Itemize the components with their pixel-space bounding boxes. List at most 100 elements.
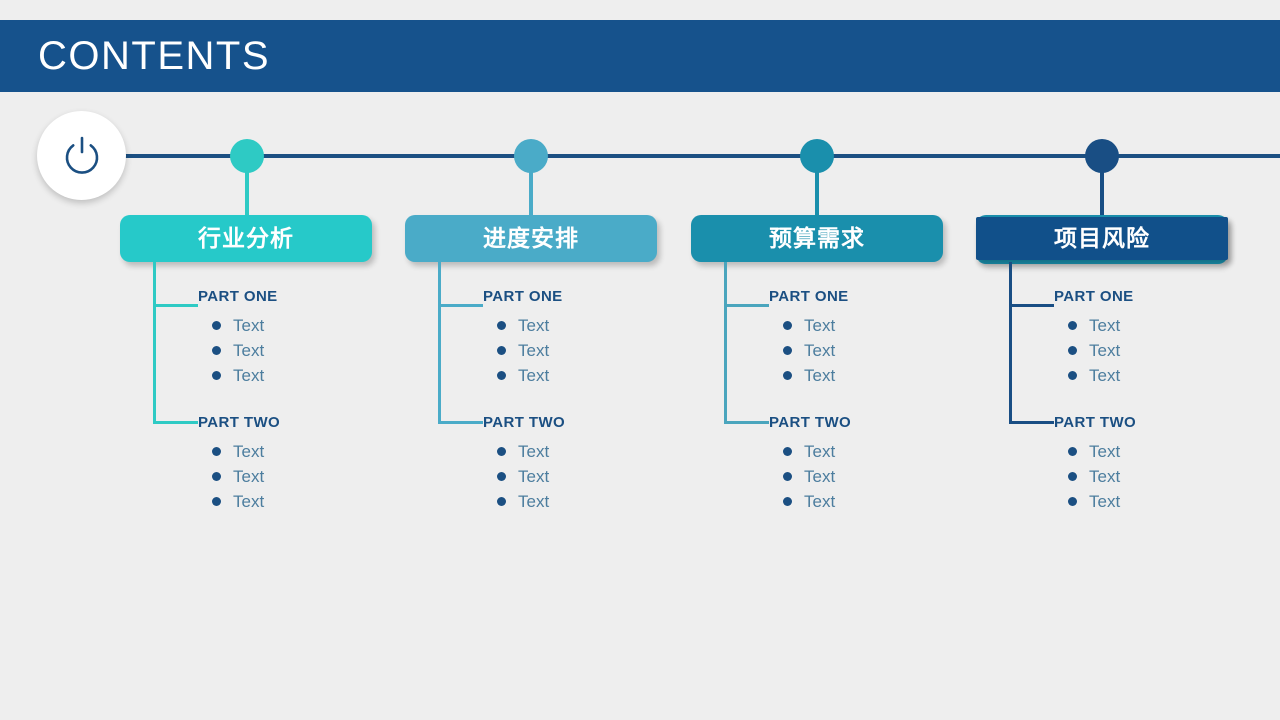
bullet-list: Text Text Text — [483, 313, 663, 388]
section-card-2[interactable]: 进度安排 — [405, 215, 657, 262]
bullet-label: Text — [1089, 492, 1121, 511]
bullet-dot-icon — [212, 472, 221, 481]
bullet-dot-icon — [497, 346, 506, 355]
bullet-dot-icon — [1068, 497, 1077, 506]
bullet-dot-icon — [783, 371, 792, 380]
bullet-label: Text — [518, 442, 550, 461]
bracket-branch-part-one — [1009, 304, 1054, 307]
bullet-dot-icon — [783, 447, 792, 456]
part-block-one: PART ONE Text Text Text — [1054, 289, 1234, 388]
list-item: Text — [483, 363, 663, 388]
section-title-2: 进度安排 — [483, 225, 579, 251]
bullet-label: Text — [233, 316, 265, 335]
bullet-dot-icon — [497, 497, 506, 506]
bullet-label: Text — [1089, 442, 1121, 461]
bullet-list: Text Text Text — [769, 439, 949, 514]
timeline-stem-1 — [245, 156, 249, 215]
bullet-list: Text Text Text — [483, 439, 663, 514]
list-item: Text — [198, 338, 378, 363]
timeline-node-3[interactable] — [800, 139, 834, 173]
bracket-connector-3 — [724, 262, 769, 424]
part-block-two: PART TWO Text Text Text — [483, 415, 663, 514]
bullet-label: Text — [518, 316, 550, 335]
power-icon — [59, 133, 105, 179]
bracket-branch-part-two — [724, 421, 769, 424]
list-item: Text — [483, 464, 663, 489]
list-item: Text — [198, 439, 378, 464]
bullet-label: Text — [804, 442, 836, 461]
timeline-node-1[interactable] — [230, 139, 264, 173]
section-title-3: 预算需求 — [769, 225, 865, 251]
part-block-one: PART ONE Text Text Text — [198, 289, 378, 388]
bracket-branch-part-one — [438, 304, 483, 307]
timeline-stem-2 — [529, 156, 533, 215]
section-card-1[interactable]: 行业分析 — [120, 215, 372, 262]
part-block-two: PART TWO Text Text Text — [769, 415, 949, 514]
list-item: Text — [483, 489, 663, 514]
bullet-label: Text — [518, 467, 550, 486]
timeline-axis — [120, 154, 1280, 158]
header-banner: CONTENTS — [0, 20, 1280, 92]
list-item: Text — [769, 338, 949, 363]
part-block-two: PART TWO Text Text Text — [198, 415, 378, 514]
power-icon-badge[interactable] — [37, 111, 126, 200]
section-card-4[interactable]: 项目风险 — [976, 217, 1228, 260]
part-block-one: PART ONE Text Text Text — [483, 289, 663, 388]
bullet-dot-icon — [212, 321, 221, 330]
bracket-vertical-line — [724, 262, 727, 422]
list-item: Text — [1054, 489, 1234, 514]
bullet-label: Text — [804, 366, 836, 385]
part-block-two: PART TWO Text Text Text — [1054, 415, 1234, 514]
bullet-dot-icon — [497, 371, 506, 380]
bullet-label: Text — [1089, 341, 1121, 360]
bullet-list: Text Text Text — [198, 313, 378, 388]
bullet-list: Text Text Text — [1054, 439, 1234, 514]
bullet-dot-icon — [1068, 321, 1077, 330]
bracket-branch-part-one — [153, 304, 198, 307]
page-title: CONTENTS — [38, 34, 270, 78]
list-item: Text — [483, 313, 663, 338]
bracket-branch-part-two — [1009, 421, 1054, 424]
bullet-label: Text — [233, 442, 265, 461]
bullet-dot-icon — [497, 472, 506, 481]
bullet-label: Text — [1089, 366, 1121, 385]
bullet-dot-icon — [783, 321, 792, 330]
list-item: Text — [769, 363, 949, 388]
list-item: Text — [198, 464, 378, 489]
bullet-dot-icon — [783, 497, 792, 506]
timeline-node-4[interactable] — [1085, 139, 1119, 173]
list-item: Text — [769, 464, 949, 489]
parts-group-3: PART ONE Text Text Text PART TWO — [769, 289, 949, 514]
bracket-connector-2 — [438, 262, 483, 424]
content-column-4: 项目风险 PART ONE Text Text Text — [976, 215, 1228, 510]
part-heading: PART TWO — [1054, 414, 1137, 431]
bullet-label: Text — [804, 341, 836, 360]
list-item: Text — [483, 338, 663, 363]
bracket-vertical-line — [1009, 262, 1012, 422]
parts-group-4: PART ONE Text Text Text PART TWO — [1054, 289, 1234, 514]
bullet-dot-icon — [212, 497, 221, 506]
bullet-dot-icon — [212, 371, 221, 380]
parts-group-1: PART ONE Text Text Text PART TWO — [198, 289, 378, 514]
bullet-dot-icon — [212, 346, 221, 355]
list-item: Text — [198, 313, 378, 338]
bullet-dot-icon — [783, 472, 792, 481]
section-title-1: 行业分析 — [198, 225, 294, 251]
bullet-list: Text Text Text — [769, 313, 949, 388]
section-card-3[interactable]: 预算需求 — [691, 215, 943, 262]
list-item: Text — [769, 489, 949, 514]
content-column-1: 行业分析 PART ONE Text Text Text — [120, 215, 372, 510]
bracket-connector-1 — [153, 262, 198, 424]
list-item: Text — [1054, 464, 1234, 489]
timeline-node-2[interactable] — [514, 139, 548, 173]
bullet-dot-icon — [1068, 371, 1077, 380]
bullet-label: Text — [233, 341, 265, 360]
bullet-label: Text — [804, 467, 836, 486]
bracket-branch-part-two — [438, 421, 483, 424]
part-heading: PART ONE — [483, 288, 563, 305]
part-heading: PART TWO — [483, 414, 566, 431]
bullet-label: Text — [518, 341, 550, 360]
list-item: Text — [198, 489, 378, 514]
list-item: Text — [769, 313, 949, 338]
bullet-label: Text — [233, 492, 265, 511]
